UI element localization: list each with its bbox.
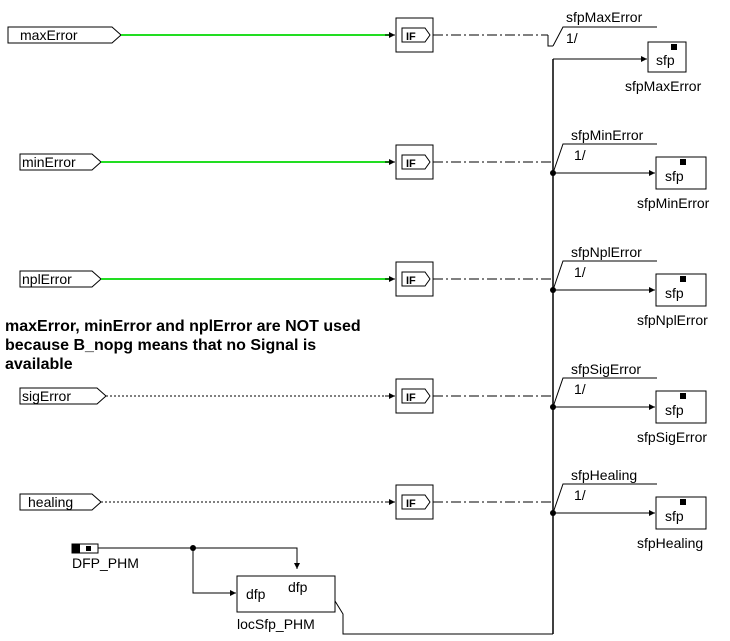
row-npl-error: nplError IF sfpNplError 1/ sfp sfpNplErr…: [19, 244, 708, 328]
if-block-1[interactable]: IF: [395, 17, 434, 53]
signal-name-min-error: sfpMinError: [571, 127, 644, 143]
loc-sfp-port-out: dfp: [288, 579, 308, 595]
sfp-block-npl-error[interactable]: sfp: [655, 273, 707, 307]
input-port-healing[interactable]: [19, 493, 102, 511]
svg-text:IF: IF: [406, 392, 416, 404]
svg-text:sfp: sfp: [665, 285, 684, 301]
svg-text:sfp: sfp: [656, 52, 675, 68]
input-label-sig-error: sigError: [22, 388, 71, 404]
if-block-5[interactable]: IF: [395, 484, 434, 520]
if-icon: IF: [406, 31, 416, 43]
dfp-source-label: DFP_PHM: [72, 555, 139, 571]
sfp-block-min-error[interactable]: sfp: [655, 156, 707, 190]
sfp-block-sig-error[interactable]: sfp: [655, 390, 707, 424]
input-label-healing: healing: [28, 494, 73, 510]
input-port-max-error[interactable]: [7, 26, 122, 44]
mux-label-npl-error: 1/: [574, 264, 586, 280]
loc-sfp-label: locSfp_PHM: [237, 616, 315, 632]
loc-sfp-block[interactable]: dfp dfp: [236, 575, 336, 613]
mux-label-max-error: 1/: [566, 30, 578, 46]
svg-text:sfp: sfp: [665, 168, 684, 184]
svg-text:sfp: sfp: [665, 508, 684, 524]
sfp-block-max-error[interactable]: sfp: [647, 41, 687, 73]
if-block-2[interactable]: IF: [395, 144, 434, 180]
row-healing: healing IF sfpHealing 1/ sfp sfpHealing: [19, 467, 707, 551]
sfp-label-npl-error: sfpNplError: [637, 312, 708, 328]
mux-label-min-error: 1/: [574, 147, 586, 163]
annotation-note: maxError, minError and nplError are NOT …: [5, 318, 361, 373]
sfp-label-min-error: sfpMinError: [637, 195, 710, 211]
input-label-npl-error: nplError: [22, 271, 72, 287]
sfp-label-max-error: sfpMaxError: [625, 78, 702, 94]
mux-label-healing: 1/: [574, 487, 586, 503]
mux-label-sig-error: 1/: [574, 381, 586, 397]
row-min-error: minError IF sfpMinError 1/ sfp sfpMinErr…: [19, 127, 710, 211]
svg-text:IF: IF: [406, 275, 416, 287]
input-port-sig-error[interactable]: [19, 387, 107, 405]
signal-name-max-error: sfpMaxError: [566, 9, 643, 25]
svg-text:sfp: sfp: [665, 402, 684, 418]
svg-text:IF: IF: [406, 498, 416, 510]
signal-name-sig-error: sfpSigError: [571, 361, 641, 377]
input-port-npl-error[interactable]: [19, 270, 102, 288]
input-label-min-error: minError: [22, 154, 76, 170]
signal-name-npl-error: sfpNplError: [571, 244, 642, 260]
row-sig-error: sigError IF sfpSigError 1/ sfp sfpSigErr…: [19, 361, 707, 445]
sfp-label-sig-error: sfpSigError: [637, 429, 707, 445]
signal-name-healing: sfpHealing: [571, 467, 637, 483]
sfp-label-healing: sfpHealing: [637, 535, 703, 551]
input-port-min-error[interactable]: [19, 153, 102, 171]
loc-sfp-port-in: dfp: [246, 586, 266, 602]
input-label-max-error: maxError: [20, 27, 78, 43]
svg-text:IF: IF: [406, 158, 416, 170]
if-block-3[interactable]: IF: [395, 261, 434, 297]
sfp-block-healing[interactable]: sfp: [655, 496, 707, 530]
row-max-error: maxError IF sfpMaxError 1/ sfp sfpMaxErr…: [7, 9, 702, 94]
dfp-source[interactable]: [71, 543, 99, 554]
if-block-4[interactable]: IF: [395, 378, 434, 414]
